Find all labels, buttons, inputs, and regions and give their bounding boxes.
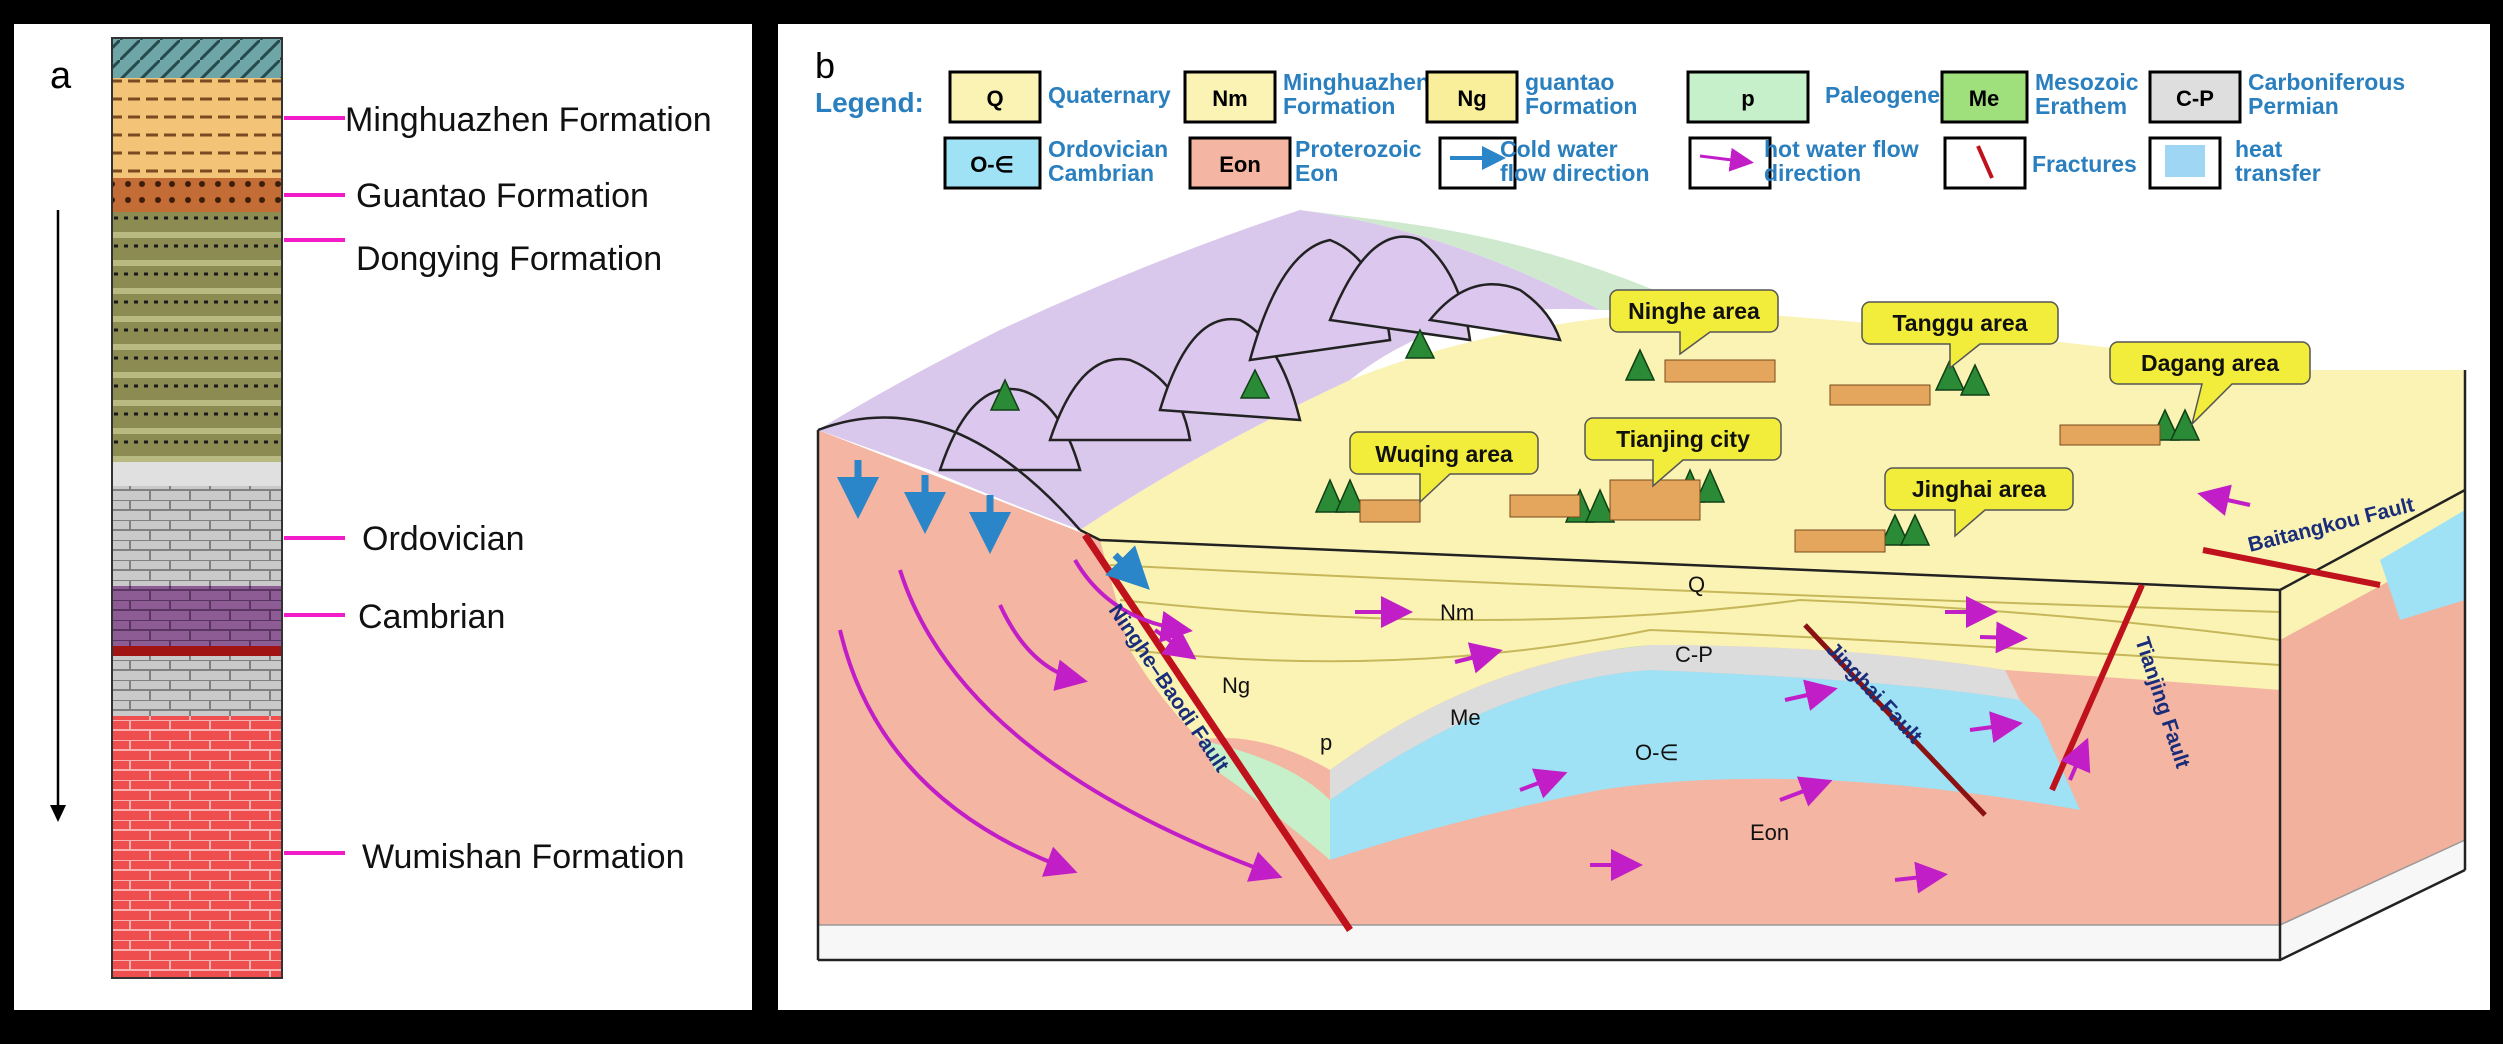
- panel-a-label: a: [50, 55, 72, 97]
- svg-text:Ng: Ng: [1222, 673, 1250, 698]
- svg-text:Jinghai area: Jinghai area: [1912, 476, 2046, 502]
- label-minghuazhen: Minghuazhen Formation: [345, 101, 712, 139]
- area-callouts: Ninghe area Tanggu area Dagang area Wuqi…: [1349, 289, 2311, 538]
- legend-item-guantao: Ng guantao Formation: [1425, 69, 1637, 124]
- svg-text:Minghuazhen: Minghuazhen: [1283, 69, 1430, 95]
- svg-text:Q: Q: [986, 86, 1003, 111]
- depth-arrow: [50, 210, 66, 822]
- svg-text:Dagang area: Dagang area: [2141, 350, 2279, 376]
- svg-text:p: p: [1741, 86, 1754, 111]
- svg-text:Erathem: Erathem: [2035, 93, 2127, 119]
- label-cambrian: Cambrian: [358, 598, 505, 636]
- callout-ninghe: Ninghe area: [1609, 289, 1779, 356]
- fault-jinghai: [1803, 623, 1987, 817]
- svg-text:Cambrian: Cambrian: [1048, 160, 1154, 186]
- svg-text:Nm: Nm: [1212, 86, 1247, 111]
- svg-text:O-∈: O-∈: [970, 152, 1014, 177]
- svg-text:Carboniferous: Carboniferous: [2248, 69, 2405, 95]
- legend-item-mesozoic: Me Mesozoic Erathem: [1940, 69, 2139, 124]
- svg-text:Paleogene: Paleogene: [1825, 82, 1940, 108]
- panel-b-label: b: [815, 45, 835, 86]
- svg-text:Formation: Formation: [1283, 93, 1395, 119]
- fracture-icon: [1976, 145, 1994, 179]
- legend-title: Legend:: [815, 87, 924, 118]
- svg-text:Proterozoic: Proterozoic: [1295, 136, 1422, 162]
- legend-item-ordovician-cambrian: O-∈ Ordovician Cambrian: [943, 136, 1168, 190]
- svg-text:Eon: Eon: [1295, 160, 1338, 186]
- svg-text:Wuqing area: Wuqing area: [1375, 441, 1513, 467]
- svg-text:Tianjing city: Tianjing city: [1616, 426, 1750, 452]
- callout-dagang: Dagang area: [2109, 341, 2311, 427]
- svg-text:C-P: C-P: [2176, 86, 2214, 111]
- svg-text:Eon: Eon: [1750, 820, 1789, 845]
- svg-text:Q: Q: [1688, 572, 1705, 597]
- cp-layer: [1330, 645, 2020, 800]
- svg-text:Me: Me: [1450, 705, 1481, 730]
- stratigraphic-column: [111, 37, 283, 979]
- fault-baitangkou: [2202, 547, 2381, 588]
- formation-labels: Minghuazhen Formation Guantao Formation …: [284, 101, 712, 876]
- svg-text:Quaternary: Quaternary: [1048, 82, 1171, 108]
- hot-arrow-icon: [1699, 147, 1754, 172]
- fault-ninghe-baodi: [1082, 533, 1353, 932]
- legend-item-hot-water: hot water flow direction: [1688, 136, 1919, 190]
- svg-text:Mesozoic: Mesozoic: [2035, 69, 2139, 95]
- block-diagram: Ninghe area Tanggu area Dagang area Wuqi…: [816, 210, 2467, 962]
- towns: [1359, 359, 2161, 553]
- label-wumishan: Wumishan Formation: [362, 838, 685, 876]
- svg-text:C-P: C-P: [1675, 642, 1713, 667]
- svg-text:transfer: transfer: [2235, 160, 2321, 186]
- heat-transfer-icon: [2165, 145, 2205, 177]
- hot-water-arrows: [838, 484, 2251, 894]
- svg-text:Permian: Permian: [2248, 93, 2339, 119]
- svg-text:hot water flow: hot water flow: [1764, 136, 1919, 162]
- svg-text:Tanggu area: Tanggu area: [1892, 310, 2027, 336]
- svg-text:Ng: Ng: [1457, 86, 1486, 111]
- callout-jinghai: Jinghai area: [1884, 467, 2074, 538]
- svg-text:Cold water: Cold water: [1500, 136, 1618, 162]
- svg-text:heat: heat: [2235, 136, 2283, 162]
- label-dongying: Dongying Formation: [356, 240, 662, 278]
- svg-text:Nm: Nm: [1440, 600, 1474, 625]
- legend-item-heat-transfer: heat transfer: [2148, 136, 2321, 190]
- svg-text:direction: direction: [1764, 160, 1861, 186]
- svg-text:guantao: guantao: [1525, 69, 1614, 95]
- callout-tianjing: Tianjing city: [1584, 417, 1782, 488]
- svg-text:Ordovician: Ordovician: [1048, 136, 1168, 162]
- layer-labels: Q Nm C-P Ng Me p O-∈ Eon: [1222, 572, 1789, 845]
- svg-text:O-∈: O-∈: [1635, 740, 1679, 765]
- svg-text:flow direction: flow direction: [1500, 160, 1650, 186]
- svg-text:Eon: Eon: [1219, 152, 1261, 177]
- callout-wuqing: Wuqing area: [1349, 431, 1539, 504]
- svg-text:Me: Me: [1969, 86, 2000, 111]
- callout-tanggu: Tanggu area: [1861, 301, 2059, 370]
- legend-item-carboniferous: C-P Carboniferous Permian: [2148, 69, 2405, 124]
- svg-text:Fractures: Fractures: [2032, 151, 2137, 177]
- legend-item-fractures: Fractures: [1943, 136, 2137, 190]
- label-ordovician: Ordovician: [362, 520, 525, 558]
- legend-item-proterozoic: Eon Proterozoic Eon: [1188, 136, 1422, 190]
- cold-water-arrows: [837, 460, 1150, 590]
- svg-text:p: p: [1320, 730, 1332, 755]
- svg-text:Ninghe area: Ninghe area: [1628, 298, 1760, 324]
- legend-item-paleogene: p Paleogene: [1686, 70, 1940, 124]
- legend: Legend: Q Quaternary Nm Minghuazhen Form…: [815, 69, 2405, 190]
- legend-item-minghuazhen: Nm Minghuazhen Formation: [1183, 69, 1430, 124]
- legend-item-quaternary: Q Quaternary: [948, 70, 1171, 124]
- label-guantao: Guantao Formation: [356, 177, 649, 215]
- svg-text:Formation: Formation: [1525, 93, 1637, 119]
- legend-item-cold-water: Cold water flow direction: [1438, 136, 1650, 190]
